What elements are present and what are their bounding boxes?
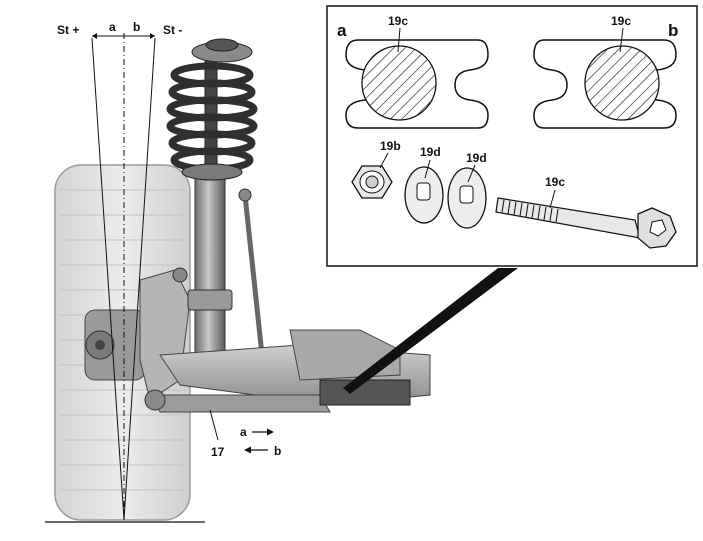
- callout-19b: [379, 152, 389, 169]
- inset-label-19b: 19b: [380, 139, 401, 153]
- label-camber-negative: St -: [163, 23, 182, 37]
- callout-19c-a: [397, 27, 401, 53]
- label-part-17: 17: [211, 445, 225, 459]
- label-arrow-a: a: [240, 425, 247, 439]
- detail-inset: a b 19c 19c 19b 19d 19d: [326, 5, 698, 267]
- camber-lines: [91, 30, 156, 521]
- callout-19c-b: [619, 27, 624, 53]
- callout-19d-2: [467, 164, 476, 183]
- inset-label-b: b: [668, 21, 678, 40]
- inset-label-19c-bolt: 19c: [545, 175, 565, 189]
- inset-label-19c-b: 19c: [611, 14, 631, 28]
- inset-label-19d-1: 19d: [420, 145, 441, 159]
- inset-label-19d-2: 19d: [466, 151, 487, 165]
- eccentric-bolt-section-a: [361, 45, 437, 121]
- inset-label-a: a: [337, 21, 347, 40]
- eccentric-bolt-section-b: [584, 45, 660, 121]
- hex-nut: [351, 165, 393, 199]
- eccentric-washer-1: [404, 166, 444, 224]
- stabilizer-link: [172, 188, 265, 356]
- label-camber-positive: St +: [57, 23, 79, 37]
- inset-pointer: [343, 268, 518, 394]
- callout-19d-1: [424, 159, 431, 179]
- callout-19c-bolt: [549, 189, 556, 209]
- label-angle-a: a: [109, 20, 116, 34]
- eccentric-washer-2: [447, 167, 487, 229]
- inset-label-19c-a: 19c: [388, 14, 408, 28]
- eccentric-bolt: [495, 197, 677, 249]
- label-arrow-b: b: [274, 444, 281, 458]
- callout-17-line: [209, 409, 219, 441]
- coil-spring: [166, 62, 258, 173]
- label-angle-b: b: [133, 20, 140, 34]
- lower-control-arm: [144, 329, 431, 413]
- strut-assembly: [166, 38, 258, 356]
